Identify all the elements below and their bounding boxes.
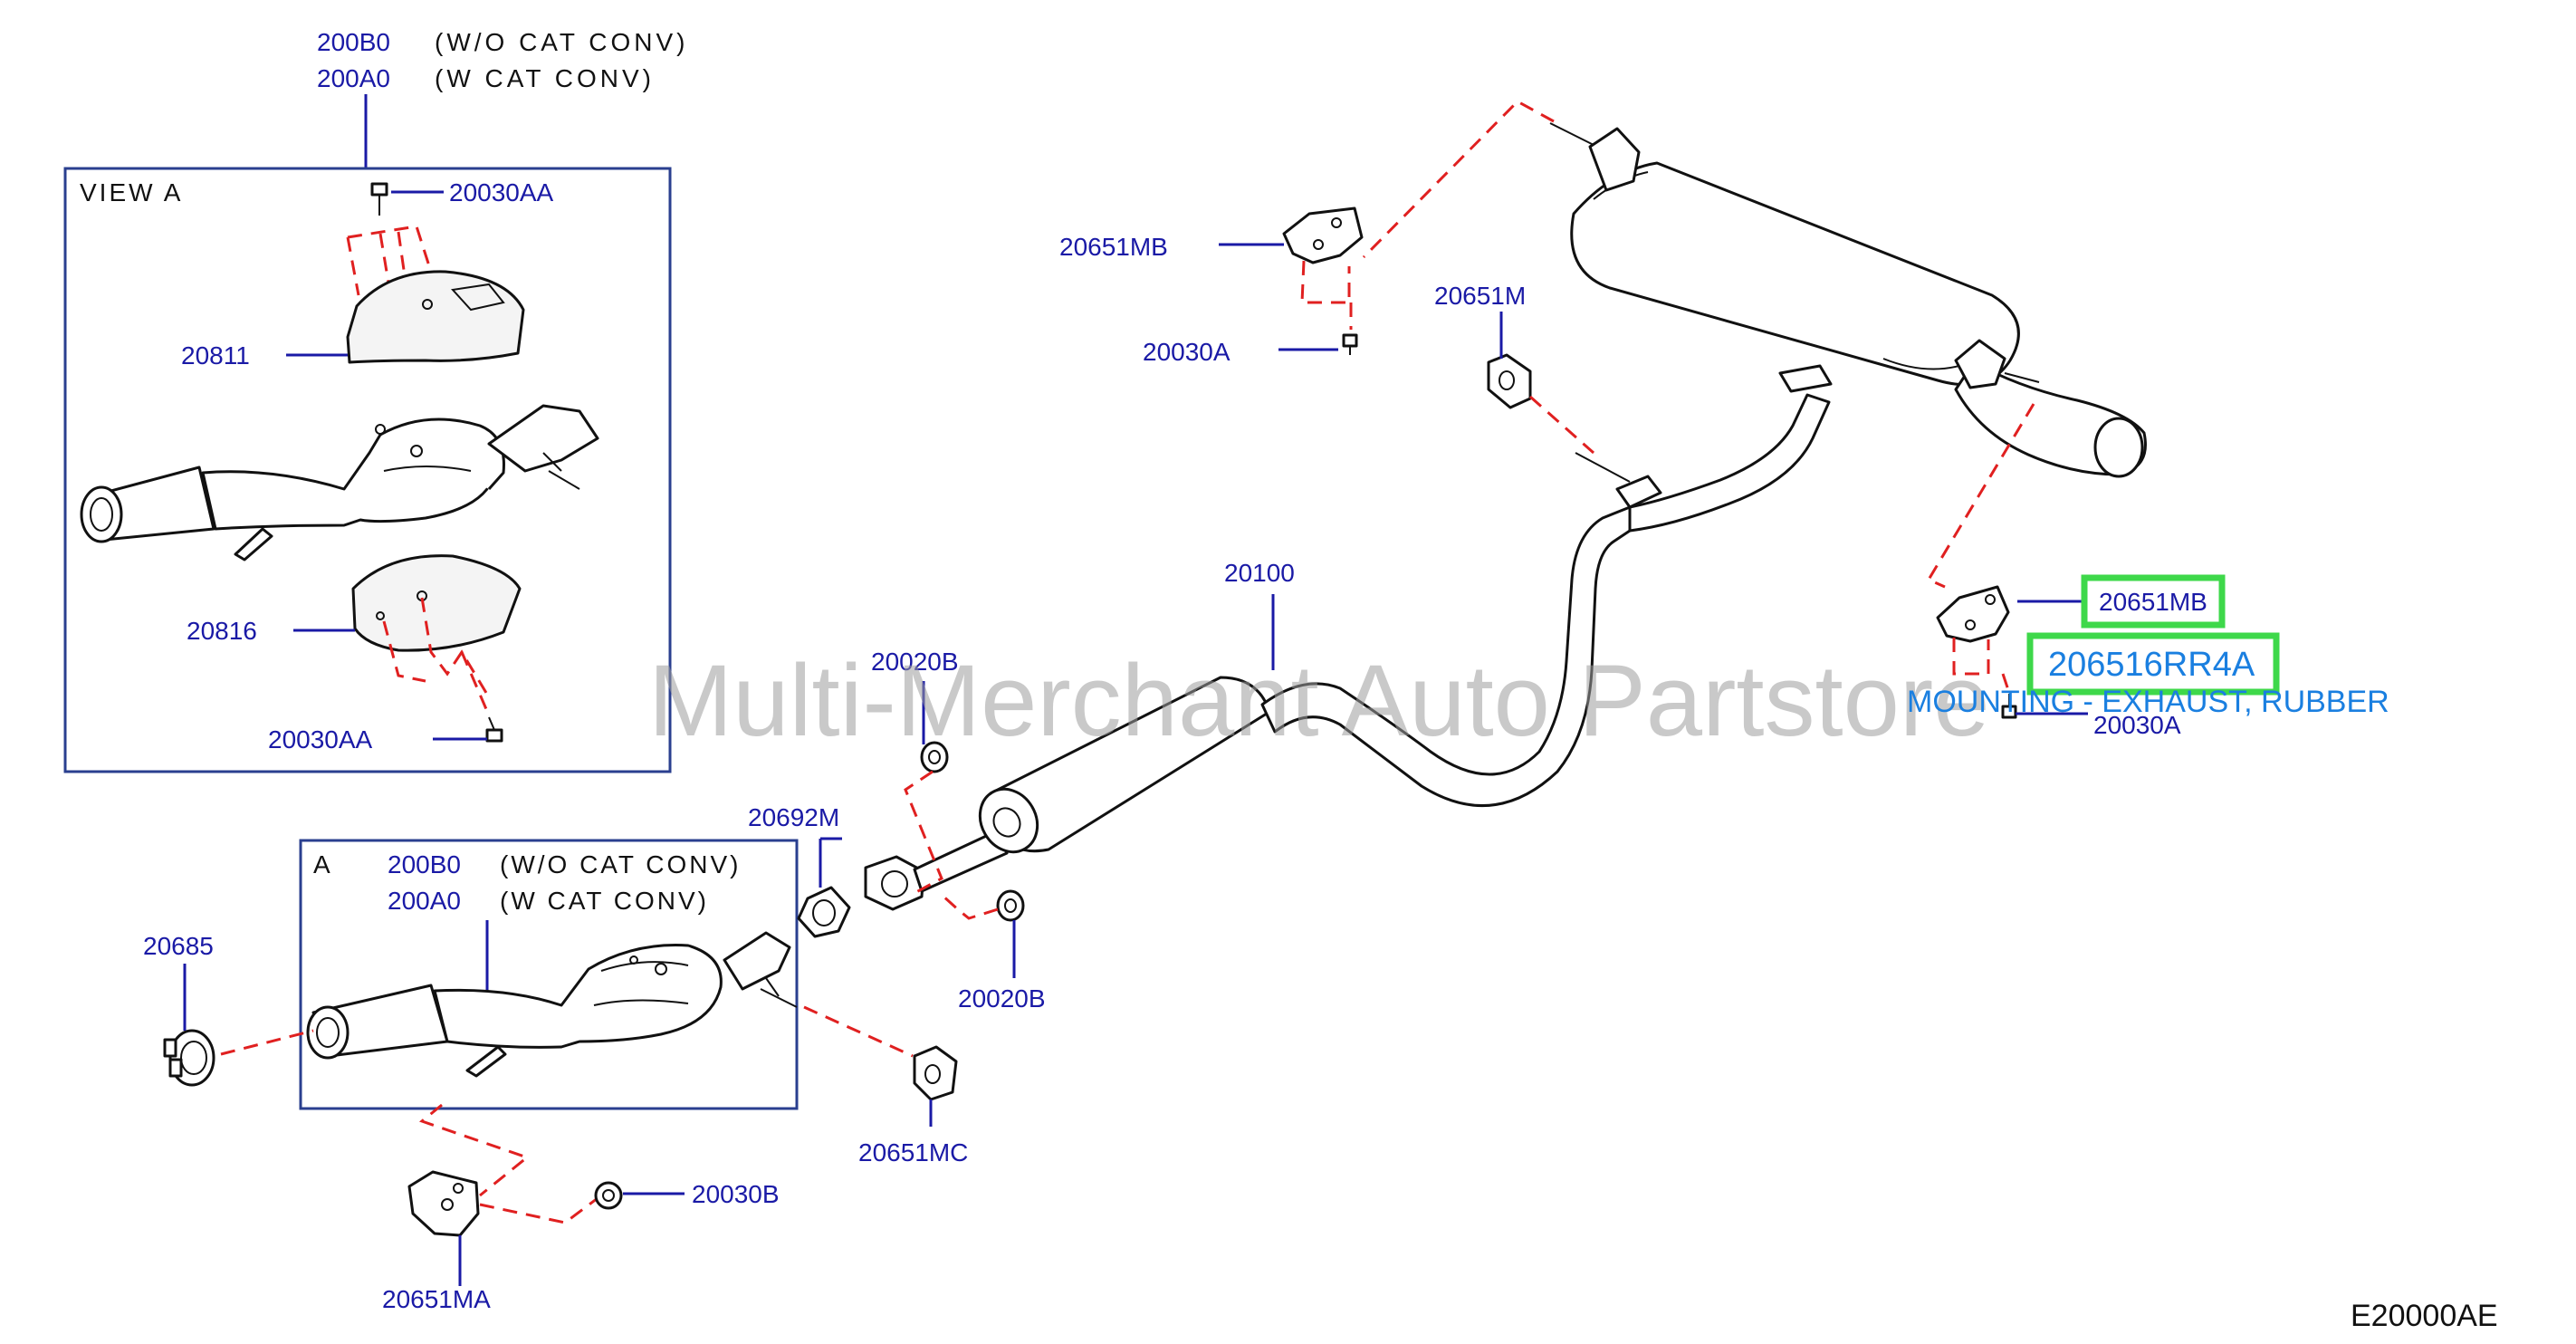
- rubber-mount-label[interactable]: 20651M: [1434, 282, 1526, 310]
- lower-heat-cover: [351, 554, 522, 652]
- nut-upper: [920, 741, 949, 773]
- nut-upper-label[interactable]: 20020B: [871, 648, 959, 676]
- nut-b: [594, 1181, 623, 1210]
- view-a-title: VIEW A: [80, 178, 183, 206]
- box-a-code-1[interactable]: 200B0: [388, 850, 461, 878]
- gasket-label[interactable]: 20692M: [748, 803, 839, 831]
- clamp-label[interactable]: 20685: [143, 932, 214, 960]
- bolt-icon: [370, 182, 388, 216]
- catalytic-converter-box-a: [306, 931, 798, 1078]
- rubber-mount-c: [913, 1045, 958, 1101]
- box-a-note-2: (W CAT CONV): [500, 887, 709, 915]
- nut-b-label[interactable]: 20030B: [692, 1180, 780, 1208]
- rubber-mount: [1487, 353, 1532, 409]
- top-note-code-1[interactable]: 200B0: [317, 28, 390, 56]
- box-a-note-1: (W/O CAT CONV): [500, 850, 742, 878]
- rubber-mount-c-label[interactable]: 20651MC: [858, 1138, 968, 1166]
- mount-a-label[interactable]: 20651MA: [382, 1285, 491, 1313]
- watermark: Multi-Merchant Auto Partstore: [648, 644, 1989, 757]
- mount-top: [1282, 206, 1364, 264]
- top-notes: 200B0 (W/O CAT CONV) 200A0 (W CAT CONV): [317, 28, 689, 168]
- highlight-part: 20651MB 206516RR4A: [2026, 574, 2280, 696]
- view-a-lower-cover-label[interactable]: 20816: [187, 617, 257, 645]
- highlight-part-number[interactable]: 206516RR4A: [2048, 646, 2255, 684]
- diagram-code: E20000AE: [2351, 1299, 2498, 1333]
- view-a-bolt-top-label[interactable]: 20030AA: [449, 178, 554, 206]
- mount-top-label[interactable]: 20651MB: [1059, 233, 1168, 261]
- nut-lower: [996, 889, 1025, 922]
- top-note-text-1: (W/O CAT CONV): [435, 28, 689, 56]
- highlight-label-box: [2081, 574, 2226, 629]
- pipe-flange: [864, 855, 925, 911]
- bolt-icon-right: [2001, 694, 2017, 719]
- upper-heat-cover: [346, 270, 525, 364]
- view-a-upper-cover-label[interactable]: 20811: [181, 341, 250, 370]
- mount-right: [1936, 585, 2010, 643]
- highlight-description: MOUNTING - EXHAUST, RUBBER: [1907, 685, 2389, 719]
- bolt-right-label[interactable]: 20030A: [2093, 711, 2181, 739]
- top-note-code-2[interactable]: 200A0: [317, 64, 390, 92]
- top-note-text-2: (W CAT CONV): [435, 64, 655, 92]
- box-a: A 200B0 (W/O CAT CONV) 200A0 (W CAT CONV…: [299, 839, 799, 1110]
- main-pipe-label[interactable]: 20100: [1224, 559, 1295, 587]
- box-a-code-2[interactable]: 200A0: [388, 887, 461, 915]
- bolt-icon-top: [1342, 333, 1358, 355]
- bolt-icon-bottom: [485, 716, 503, 743]
- view-a-bolt-bottom-label[interactable]: 20030AA: [268, 725, 373, 754]
- gasket: [797, 886, 851, 938]
- catalytic-converter-view-a: [80, 404, 599, 562]
- highlight-part-label[interactable]: 20651MB: [2099, 588, 2207, 616]
- nut-lower-label[interactable]: 20020B: [958, 984, 1046, 1013]
- box-a-title: A: [313, 850, 333, 878]
- bolt-top-label[interactable]: 20030A: [1143, 338, 1231, 366]
- main-exhaust-pipe: [913, 393, 1831, 893]
- clamp: [163, 1029, 215, 1087]
- highlight-number-box: [2026, 632, 2280, 696]
- view-a-box: VIEW A 20030AA 20811: [63, 167, 672, 773]
- rear-muffler: [1549, 122, 2147, 478]
- mount-a: [407, 1170, 480, 1237]
